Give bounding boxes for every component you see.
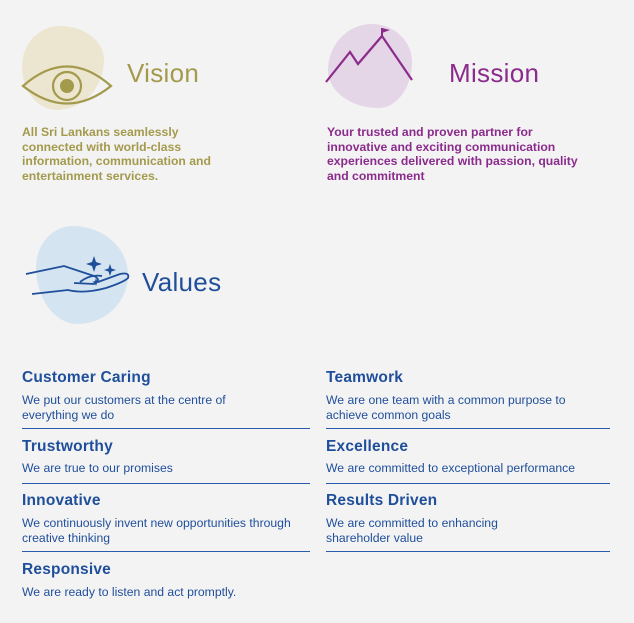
value-title-responsive: Responsive <box>22 561 112 578</box>
value-title-excellence: Excellence <box>326 438 409 455</box>
value-divider <box>326 428 610 429</box>
value-desc-innovative: We continuously invent new opportunities… <box>22 516 291 545</box>
mountain-flag-icon <box>325 28 413 83</box>
value-divider <box>22 428 310 429</box>
vision-statement: All Sri Lankans seamlessly connected wit… <box>22 125 211 183</box>
value-desc-excellence: We are committed to exceptional performa… <box>326 461 576 475</box>
value-title-customer-caring: Customer Caring <box>22 369 151 386</box>
value-desc-customer-caring: We put our customers at the centre of ev… <box>22 393 226 422</box>
value-divider <box>326 551 610 552</box>
value-desc-responsive: We are ready to listen and act promptly. <box>22 585 237 599</box>
value-title-teamwork: Teamwork <box>326 369 404 386</box>
hand-sparkle-icon <box>25 256 130 295</box>
mission-title: Mission <box>449 58 540 88</box>
values-icon-background <box>36 226 128 324</box>
eye-icon <box>21 65 113 105</box>
value-desc-teamwork: We are one team with a common purpose to… <box>326 393 566 422</box>
value-divider <box>22 551 310 552</box>
mission-statement: Your trusted and proven partner for inno… <box>327 125 578 183</box>
value-title-innovative: Innovative <box>22 492 101 509</box>
value-desc-trustworthy: We are true to our promises <box>22 461 173 475</box>
value-desc-results-driven: We are committed to enhancing shareholde… <box>326 516 498 545</box>
values-title: Values <box>142 267 222 297</box>
value-title-results-driven: Results Driven <box>326 492 438 509</box>
value-title-trustworthy: Trustworthy <box>22 438 113 455</box>
mission-icon-background <box>328 24 412 108</box>
vision-title: Vision <box>127 58 200 88</box>
value-divider <box>22 483 310 484</box>
value-divider <box>326 483 610 484</box>
